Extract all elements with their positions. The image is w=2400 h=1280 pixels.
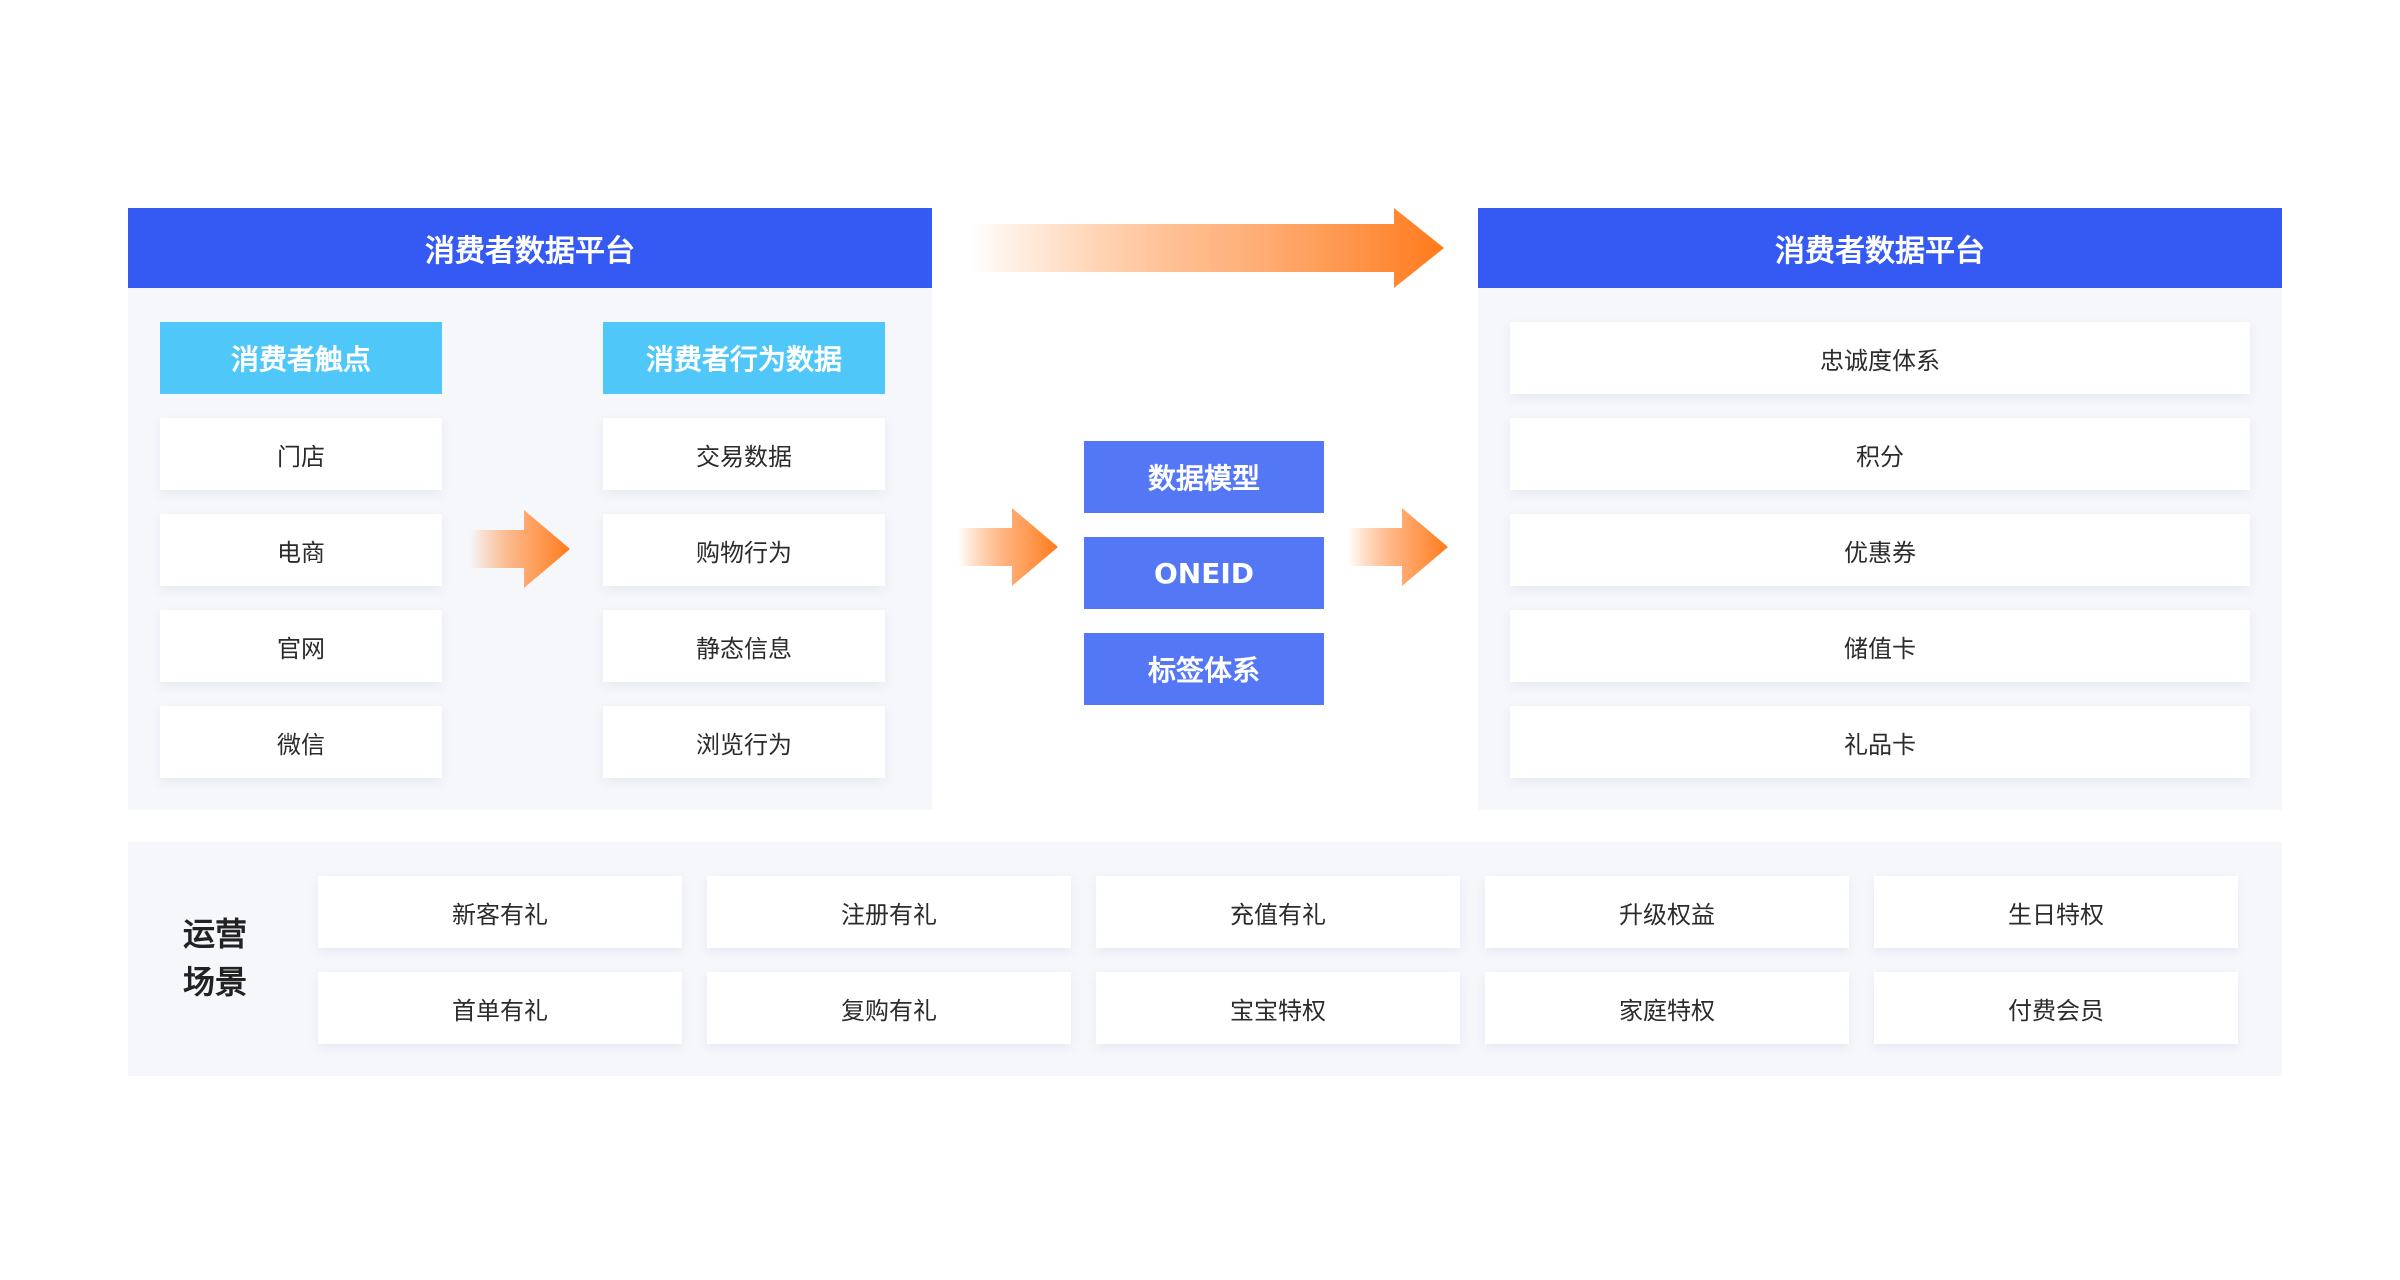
scenario-card: 宝宝特权 [1096, 972, 1460, 1044]
operations-label-line1: 运营 [182, 915, 247, 953]
left-platform-title: 消费者数据平台 [128, 208, 932, 288]
arrow-icon [958, 508, 1058, 586]
touchpoint-card: 门店 [160, 418, 442, 490]
scenario-card: 注册有礼 [707, 876, 1071, 948]
scenario-card: 充值有礼 [1096, 876, 1460, 948]
behavior-card: 购物行为 [603, 514, 885, 586]
scenario-card: 复购有礼 [707, 972, 1071, 1044]
scenario-card: 家庭特权 [1485, 972, 1849, 1044]
behavior-card: 静态信息 [603, 610, 885, 682]
data-model-box: 数据模型 [1084, 441, 1324, 513]
behavior-card: 浏览行为 [603, 706, 885, 778]
right-item-card: 礼品卡 [1510, 706, 2250, 778]
tag-system-box: 标签体系 [1084, 633, 1324, 705]
operations-label: 运营 场景 [170, 910, 260, 1006]
touchpoint-card: 微信 [160, 706, 442, 778]
scenario-card: 新客有礼 [318, 876, 682, 948]
operations-label-line2: 场景 [182, 963, 247, 1001]
arrow-icon [470, 510, 570, 588]
right-item-card: 积分 [1510, 418, 2250, 490]
right-platform-title: 消费者数据平台 [1478, 208, 2282, 288]
scenario-card: 生日特权 [1874, 876, 2238, 948]
behavior-heading: 消费者行为数据 [603, 322, 885, 394]
right-item-card: 储值卡 [1510, 610, 2250, 682]
scenario-card: 升级权益 [1485, 876, 1849, 948]
arrow-icon [970, 208, 1444, 288]
touchpoints-heading: 消费者触点 [160, 322, 442, 394]
behavior-card: 交易数据 [603, 418, 885, 490]
scenario-card: 首单有礼 [318, 972, 682, 1044]
right-item-card: 优惠券 [1510, 514, 2250, 586]
right-item-card: 忠诚度体系 [1510, 322, 2250, 394]
touchpoint-card: 电商 [160, 514, 442, 586]
touchpoint-card: 官网 [160, 610, 442, 682]
scenario-card: 付费会员 [1874, 972, 2238, 1044]
arrow-icon [1348, 508, 1448, 586]
oneid-box: ONEID [1084, 537, 1324, 609]
